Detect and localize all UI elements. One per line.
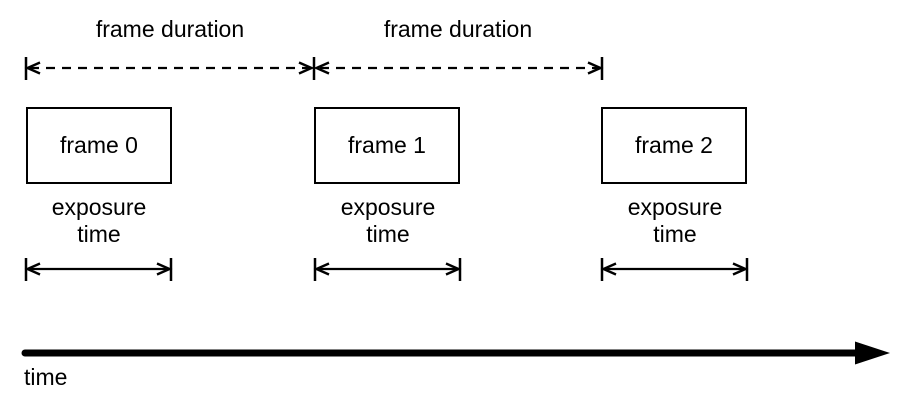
frame-duration-label-0: frame duration (95, 16, 245, 42)
frame-1-box: frame 1 (314, 107, 460, 184)
frame-1-label: frame 1 (348, 132, 426, 158)
exposure-time-label-2: exposure time (605, 194, 745, 248)
exposure-arrow-1 (313, 258, 462, 281)
exposure-arrow-2 (600, 258, 749, 281)
exposure-time-label-1-line2: time (366, 221, 410, 247)
time-axis-label: time (24, 364, 68, 390)
frame-0-box: frame 0 (26, 107, 172, 184)
frame-duration-arrow-1 (312, 57, 604, 80)
exposure-time-label-2-line1: exposure (627, 194, 723, 220)
frame-duration-label-1: frame duration (383, 16, 533, 42)
frame-duration-arrow-0 (24, 57, 315, 80)
frame-2-label: frame 2 (635, 132, 713, 158)
frame-2-box: frame 2 (601, 107, 747, 184)
exposure-time-label-0: exposure time (29, 194, 169, 248)
exposure-time-label-1-line1: exposure (340, 194, 436, 220)
frame-0-label: frame 0 (60, 132, 138, 158)
exposure-time-label-1: exposure time (318, 194, 458, 248)
exposure-time-label-0-line1: exposure (51, 194, 147, 220)
exposure-time-label-0-line2: time (77, 221, 121, 247)
time-axis-arrow (21, 341, 890, 365)
exposure-time-label-2-line2: time (653, 221, 697, 247)
exposure-arrow-0 (24, 258, 173, 281)
